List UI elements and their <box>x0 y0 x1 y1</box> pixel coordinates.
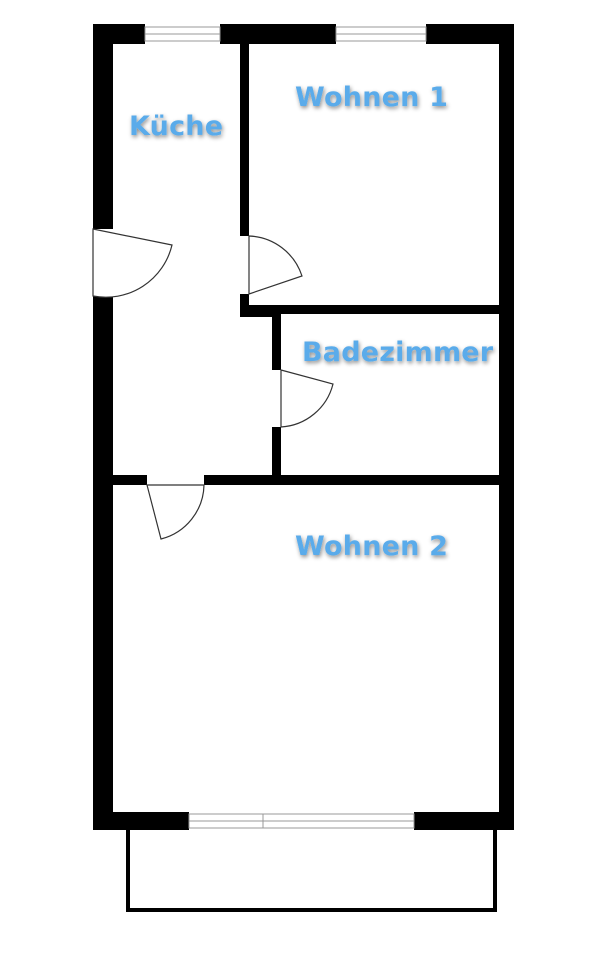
door-swing-wohnen1 <box>248 235 303 295</box>
door-swing-wohnen2 <box>146 484 205 540</box>
windows <box>144 26 427 829</box>
doors <box>92 228 334 540</box>
room-labels: Küche Wohnen 1 Badezimmer Wohnen 2 <box>129 82 494 562</box>
right-wall <box>499 24 514 830</box>
wall-bath-top-left <box>240 310 280 317</box>
wall-wohnen2-top-left <box>113 475 147 485</box>
wall-kueche-wohnen1-lower <box>240 294 249 314</box>
wall-kueche-wohnen1-upper <box>240 44 249 236</box>
top-wall-right <box>426 24 514 44</box>
bottom-wall-left <box>93 812 189 830</box>
left-wall-lower <box>93 296 113 830</box>
wall-wohnen1-bottom <box>249 305 499 314</box>
bottom-wall-right <box>414 812 514 830</box>
left-wall-upper <box>93 24 113 229</box>
wall-wohnen2-top-right <box>204 475 499 485</box>
room-label-wohnen1: Wohnen 1 <box>295 82 448 113</box>
room-label-wohnen2: Wohnen 2 <box>295 531 448 562</box>
window-kueche <box>144 26 221 42</box>
window-wohnen1 <box>335 26 427 42</box>
wall-bath-left-lower <box>272 427 281 480</box>
window-balcony <box>188 813 415 829</box>
room-label-badezimmer: Badezimmer <box>302 337 494 368</box>
interior-walls <box>113 44 499 485</box>
top-wall-middle <box>220 24 336 44</box>
door-swing-badezimmer <box>280 369 334 428</box>
room-label-kueche: Küche <box>129 111 223 142</box>
exterior-walls <box>93 24 514 830</box>
door-swing-entrance <box>92 228 173 298</box>
balcony <box>126 830 497 912</box>
wall-bath-left-upper <box>272 314 281 370</box>
